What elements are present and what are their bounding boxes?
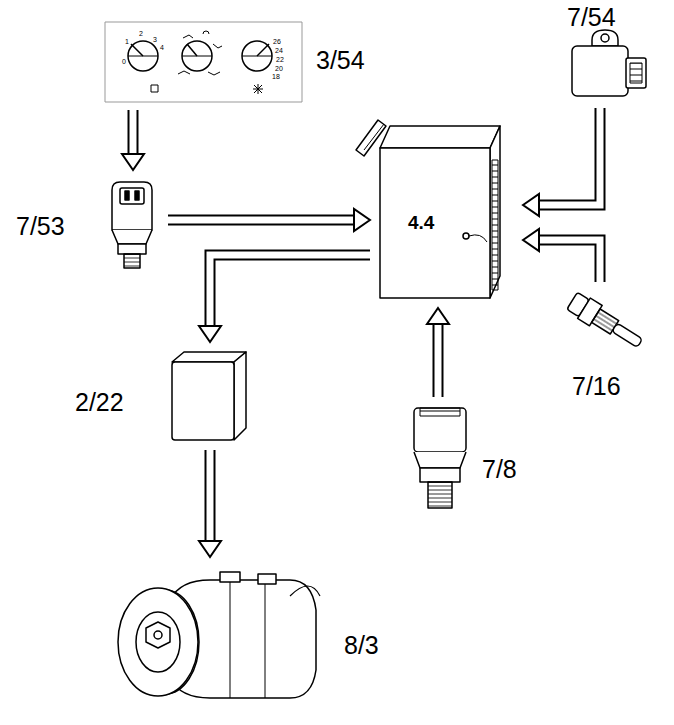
arrow-shaft	[537, 108, 600, 205]
arrow-shaft	[168, 215, 356, 226]
component: 3/54	[105, 22, 302, 102]
pressure-sensor	[572, 30, 646, 96]
dial-scale-number: 26	[273, 38, 281, 45]
control-panel	[105, 22, 302, 102]
arrow-shaft	[435, 322, 442, 397]
arrow-shaft	[537, 108, 600, 205]
dial-scale-number: 0	[122, 58, 126, 65]
component: 7/8	[410, 405, 472, 513]
arrow-head	[523, 194, 539, 216]
callout-number: 7/16	[572, 374, 621, 399]
arrow-head	[354, 209, 370, 231]
callout-number: 3/54	[316, 48, 365, 73]
dial-scale-number: 24	[275, 47, 283, 54]
arrow-shaft	[207, 450, 214, 543]
control-module	[356, 120, 500, 298]
arrow-head	[427, 308, 449, 324]
module-label: 4.4	[408, 213, 434, 232]
dial-scale-number: 18	[272, 73, 280, 80]
arrow-shaft	[433, 322, 444, 397]
callout-number: 2/22	[75, 390, 124, 415]
callout-number: 8/3	[344, 633, 379, 658]
compressor	[118, 572, 320, 698]
dial-scale-number: 4	[160, 44, 164, 51]
signal-arrow	[199, 255, 370, 342]
signal-arrow	[199, 450, 221, 557]
arrow-head	[122, 154, 144, 170]
temperature-sensor	[566, 291, 647, 354]
component: 4.4	[378, 125, 515, 300]
dial-scale-number: 20	[275, 65, 283, 72]
callout-number: 7/54	[567, 5, 616, 30]
component: 8/3	[112, 565, 322, 710]
relay	[172, 352, 246, 440]
arrow-shaft	[537, 240, 600, 282]
component: 7/54	[565, 35, 647, 100]
signal-arrow	[523, 229, 600, 282]
callout-number: 7/8	[482, 457, 517, 482]
arrow-shaft	[210, 255, 370, 328]
signal-arrow	[168, 209, 370, 231]
arrow-head	[199, 326, 221, 342]
signal-arrow	[427, 308, 449, 397]
dial-scale-number: 22	[276, 56, 284, 63]
arrow-shaft	[128, 110, 139, 156]
arrow-shaft	[168, 217, 356, 224]
arrow-head	[199, 541, 221, 557]
pressure-switch	[112, 182, 152, 268]
pressure-switch	[414, 408, 466, 508]
arrow-head	[523, 229, 539, 251]
signal-arrow	[122, 110, 144, 170]
component: 7/16	[566, 290, 652, 356]
arrow-shaft	[130, 110, 137, 156]
arrow-shaft	[210, 255, 370, 328]
dial-scale-number: 3	[153, 36, 157, 43]
signal-arrow	[523, 108, 600, 216]
callout-number: 7/53	[16, 214, 65, 239]
component: 2/22	[170, 350, 252, 442]
arrow-shaft	[205, 450, 216, 543]
component: 7/53	[108, 178, 160, 270]
dial-scale-number: 1	[125, 38, 129, 45]
dial-scale-number: 2	[139, 30, 143, 37]
arrow-shaft	[537, 240, 600, 282]
